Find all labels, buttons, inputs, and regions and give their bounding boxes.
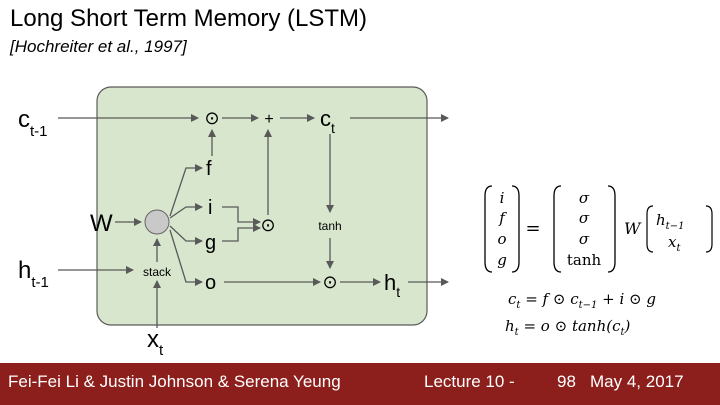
vec-gate-g: g [497, 251, 507, 269]
vec-gate-f: f [498, 209, 507, 227]
gate-i: i [208, 197, 212, 219]
vec-h-prev: ht−1 [656, 211, 684, 232]
slide-citation: [Hochreiter et al., 1997] [10, 37, 187, 56]
footer-page-number: 98 [557, 372, 576, 391]
weight-matrix-W: W [624, 219, 642, 238]
footer-authors: Fei-Fei Li & Justin Johnson & Serena Yeu… [8, 372, 341, 391]
equals-sign: = [525, 218, 540, 239]
act-sigma-3: σ [579, 230, 590, 248]
footer-date: May 4, 2017 [590, 372, 684, 391]
act-sigma-2: σ [579, 209, 590, 227]
gate-g: g [205, 232, 216, 254]
slide-title: Long Short Term Memory (LSTM) [10, 5, 367, 32]
stack-label: stack [143, 265, 172, 279]
vec-x-t: xt [668, 233, 681, 254]
h-prev-label: ht-1 [18, 257, 49, 291]
add-op: + [264, 111, 273, 128]
lstm-diagram: ct-1 ht-1 xt W f i g o ⊙ + ⊙ ⊙ stack tan… [18, 86, 713, 359]
stack-node [144, 209, 170, 235]
connection-arrows [58, 114, 449, 328]
act-sigma-1: σ [579, 189, 590, 207]
hidden-update-eq: ht = o ⊙ tanh(ct) [505, 317, 631, 338]
vec-gate-o: o [497, 230, 506, 248]
lstm-equations: i f o g = σ σ σ tanh W ht−1 xt ct = f ⊙ … [484, 185, 713, 338]
mult-op-forget: ⊙ [204, 108, 219, 129]
gate-f: f [206, 158, 212, 180]
vec-gate-i: i [500, 189, 505, 207]
footer-lecture: Lecture 10 - [424, 372, 515, 391]
act-tanh: tanh [567, 251, 602, 269]
x-input-label: xt [147, 326, 164, 359]
mult-op-output: ⊙ [322, 272, 337, 293]
h-t-label: ht [384, 270, 400, 300]
lstm-cell-box [96, 86, 428, 326]
footer-bar: Fei-Fei Li & Justin Johnson & Serena Yeu… [0, 363, 720, 405]
mult-op-input: ⊙ [260, 215, 275, 236]
c-prev-label: ct-1 [18, 106, 48, 140]
c-t-label: ct [320, 106, 335, 136]
weights-label: W [90, 210, 113, 237]
gate-o: o [205, 272, 216, 294]
tanh-label: tanh [318, 219, 341, 233]
cell-update-eq: ct = f ⊙ ct−1 + i ⊙ g [508, 290, 656, 311]
